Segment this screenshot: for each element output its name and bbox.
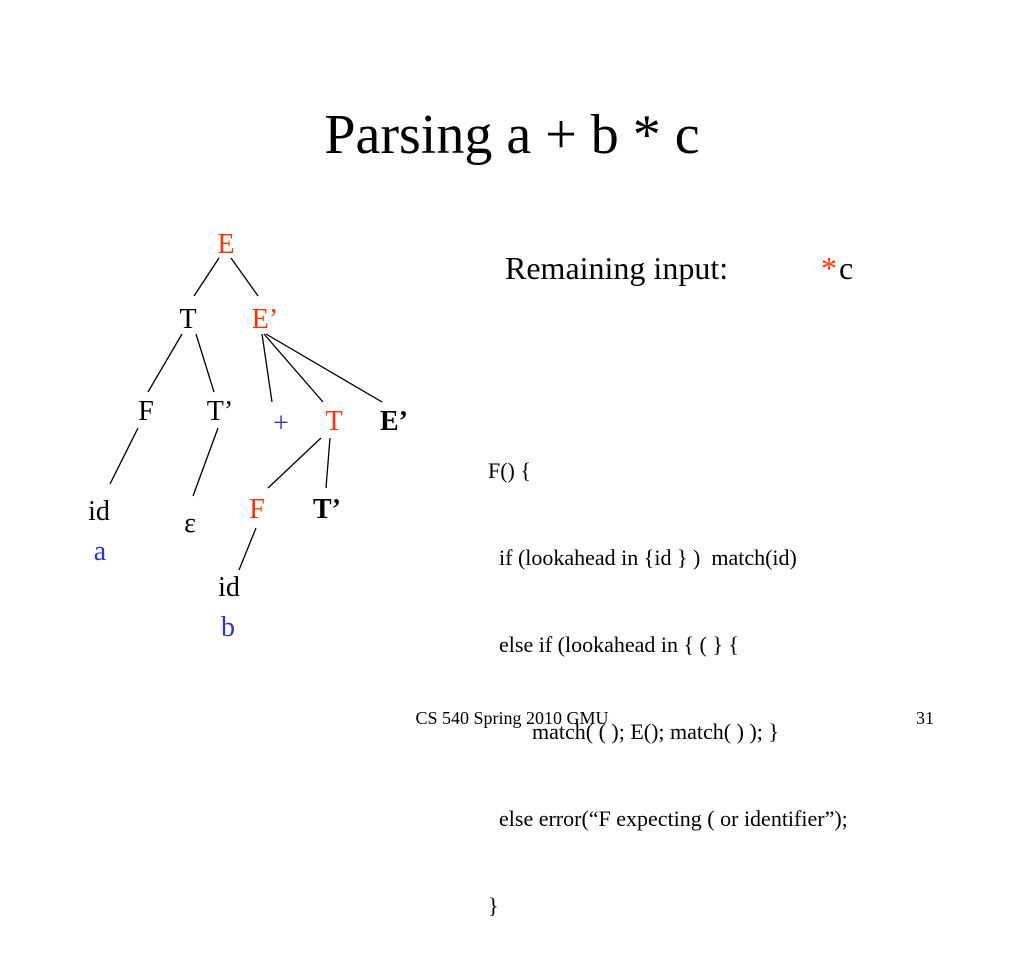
code-line: F() { [488, 458, 531, 483]
code-line: else if (lookahead in { ( } { [488, 632, 739, 657]
node-F-current: F [249, 494, 265, 525]
edge-T-Tprime [195, 333, 215, 393]
remaining-input-star: * [821, 250, 837, 286]
node-E-prime: E’ [252, 304, 278, 335]
remaining-input: Remaining input: * c [505, 246, 853, 290]
node-T-prime: T’ [207, 396, 233, 427]
code-line: if (lookahead in {id } ) match(id) [488, 545, 797, 570]
slide-title: Parsing a + b * c [324, 104, 700, 166]
code-line: else error(“F expecting ( or identifier”… [488, 806, 848, 831]
node-epsilon: ε [184, 508, 196, 539]
node-T-current: T [325, 406, 342, 437]
edge-Eprime-plus [261, 333, 273, 403]
node-T-prime-right: T’ [313, 494, 341, 525]
footer-course: CS 540 Spring 2010 GMU [415, 708, 609, 728]
slide: Parsing a + b * c E T E’ F T’ + T E’ id [88, 104, 934, 918]
edge-Eprime-Eprime [265, 333, 383, 403]
node-plus: + [273, 408, 289, 439]
code-line: match( ( ); E(); match( ) ); } [488, 719, 779, 744]
edge-Eprime-T [263, 333, 324, 403]
edge-T-Tprime2 [325, 437, 331, 489]
token-a: a [94, 536, 107, 567]
node-E: E [217, 229, 234, 260]
code-block: F() { if (lookahead in {id } ) match(id)… [488, 398, 848, 978]
remaining-input-label: Remaining input: [505, 250, 729, 286]
edge-Tprime-epsilon [192, 427, 219, 497]
edge-F2-id [238, 527, 257, 571]
remaining-input-rest: c [839, 250, 854, 286]
tree-nodes: E T E’ F T’ + T E’ id a ε F T’ id b [88, 229, 408, 643]
node-id-a: id [88, 496, 110, 527]
edge-E-Eprime [230, 257, 259, 297]
code-line: } [488, 893, 499, 918]
node-T: T [179, 304, 196, 335]
tree-edges [109, 257, 383, 571]
edge-E-T [193, 257, 220, 297]
edge-T-F2 [267, 437, 322, 489]
node-F: F [138, 396, 154, 427]
page-number: 31 [916, 708, 934, 728]
edge-T-F [147, 333, 183, 393]
token-b: b [221, 612, 235, 643]
node-E-prime-right: E’ [380, 406, 408, 437]
edge-F-id [109, 427, 139, 485]
parse-tree: E T E’ F T’ + T E’ id a ε F T’ id b [88, 229, 408, 643]
node-id-b: id [218, 572, 240, 603]
